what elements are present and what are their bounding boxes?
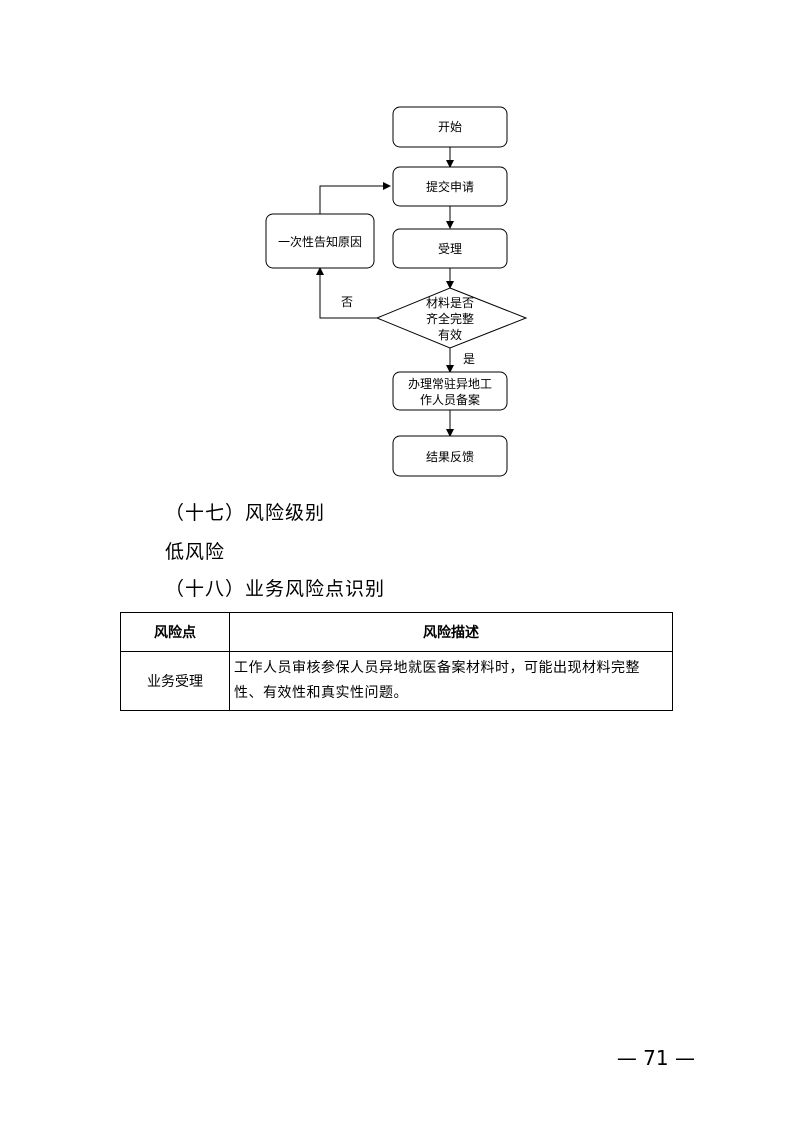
process-flowchart: 开始 提交申请 受理 材料是否 齐全完整 有效 一次性告知原因 办理常驻异地工 … [265,106,528,477]
node-process: 办理常驻异地工 作人员备案 [392,371,508,411]
node-submit: 提交申请 [392,166,508,207]
node-decision: 材料是否 齐全完整 有效 [375,287,528,349]
table-row: 业务受理 工作人员审核参保人员异地就医备案材料时，可能出现材料完整性、有效性和真… [120,651,673,711]
node-start: 开始 [392,106,508,148]
arrow-notify-to-submit [319,182,391,214]
node-process-line-1: 办理常驻异地工 [408,376,492,391]
risk-table-header-row: 风险点 风险描述 [120,612,673,652]
node-notify-label: 一次性告知原因 [278,235,362,249]
risk-level-value: 低风险 [165,541,226,563]
risk-point-cell: 业务受理 [120,651,230,711]
arrow-decision-to-notify [316,267,377,319]
flow-connectors [316,147,454,437]
page-number: — 71 — [616,1046,695,1070]
node-submit-label: 提交申请 [426,179,474,194]
risk-table: 风险点 风险描述 业务受理 工作人员审核参保人员异地就医备案材料时，可能出现材料… [120,612,673,711]
node-decision-line-3: 有效 [438,327,462,342]
node-start-label: 开始 [438,120,462,134]
no-branch-label: 否 [341,295,353,309]
section-17-heading: （十七）风险级别 [165,502,326,524]
node-accept: 受理 [392,228,508,269]
node-feedback: 结果反馈 [392,435,508,477]
risk-point-header: 风险点 [120,612,230,652]
yes-branch-label: 是 [463,352,475,366]
node-decision-line-2: 齐全完整 [426,311,474,326]
node-process-line-2: 作人员备案 [420,392,480,407]
node-accept-label: 受理 [438,242,462,256]
node-notify: 一次性告知原因 [265,213,375,269]
risk-description-cell: 工作人员审核参保人员异地就医备案材料时，可能出现材料完整性、有效性和真实性问题。 [229,651,673,711]
section-18-heading: （十八）业务风险点识别 [165,578,386,600]
node-feedback-label: 结果反馈 [426,450,474,464]
risk-description-header: 风险描述 [229,612,673,652]
node-decision-line-1: 材料是否 [426,296,474,310]
